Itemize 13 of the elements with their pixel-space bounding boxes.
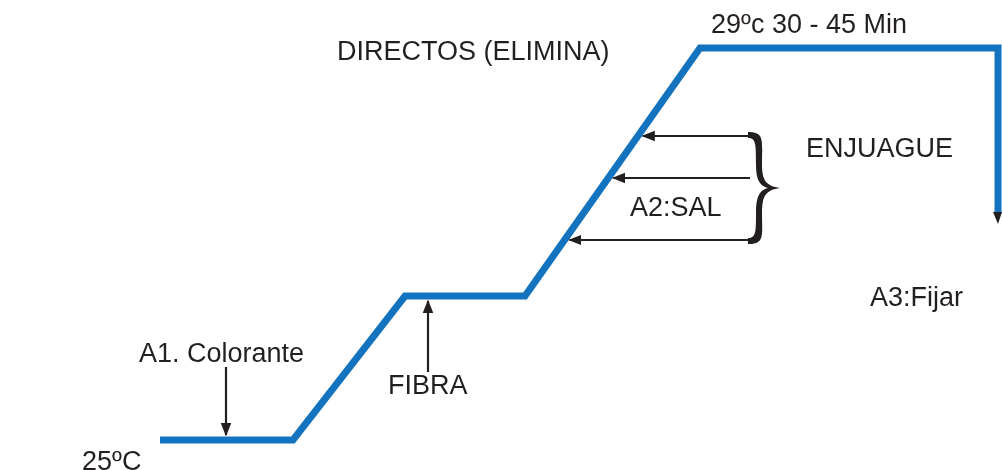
text-label: ENJUAGUE bbox=[806, 135, 954, 162]
step-label: FIBRA bbox=[388, 372, 468, 399]
arrow bbox=[220, 367, 232, 437]
arrow bbox=[422, 299, 434, 372]
step-label: A1. Colorante bbox=[139, 340, 305, 367]
temperature-time-label: 29ºc 30 - 45 Min bbox=[711, 11, 907, 38]
arrow bbox=[611, 172, 750, 184]
text-label: 25ºC bbox=[82, 448, 142, 470]
text-label: A3:Fijar bbox=[870, 284, 964, 311]
arrow bbox=[568, 234, 750, 246]
text-label: A2:SAL bbox=[630, 194, 722, 221]
arrow bbox=[641, 130, 750, 142]
text-label: DIRECTOS (ELIMINA) bbox=[337, 38, 610, 65]
